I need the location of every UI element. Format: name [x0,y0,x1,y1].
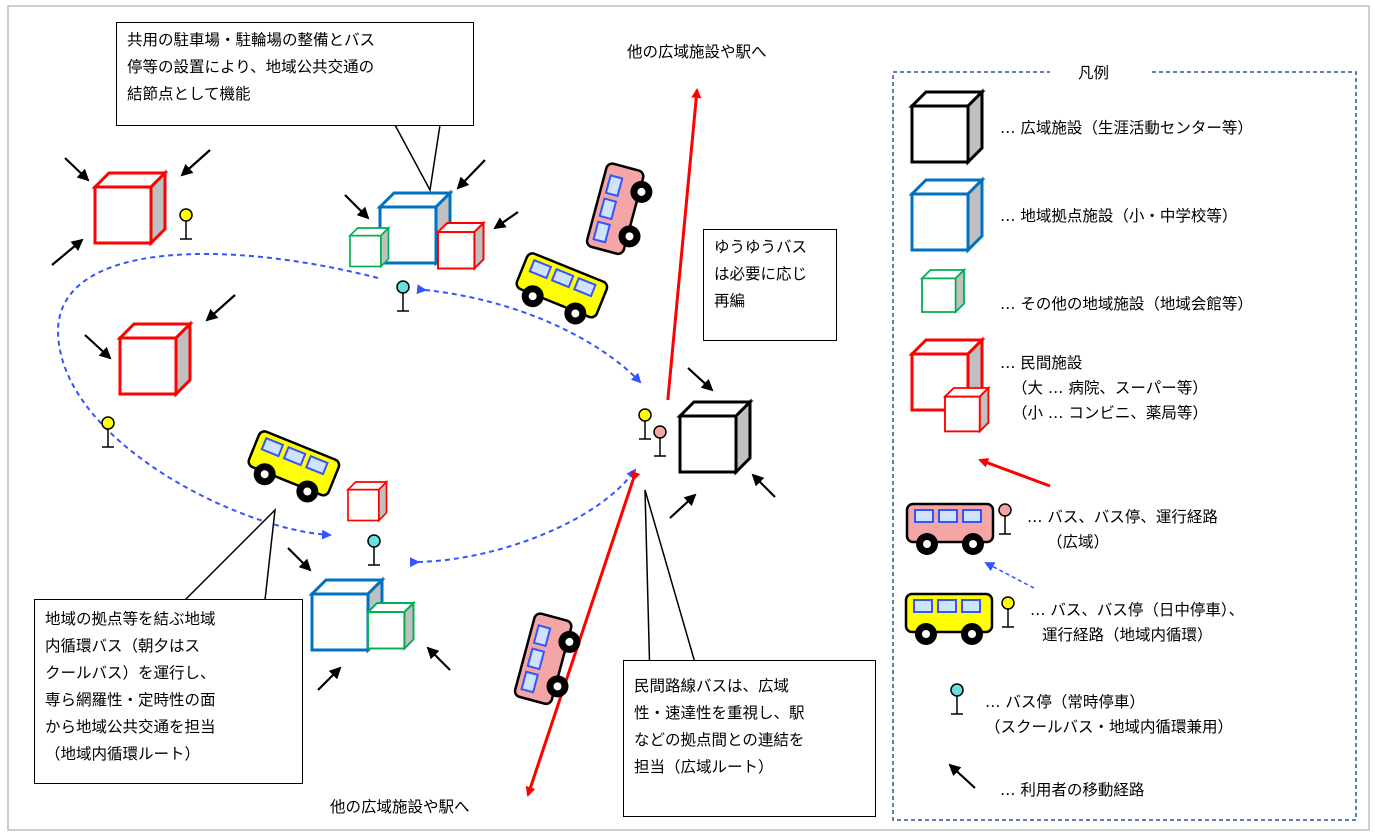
legend-stop-line: （スクールバス・地域内循環兼用） [985,718,1234,736]
legend-title: 凡例 [1078,64,1110,82]
bus-stop-daytime-2 [101,416,115,448]
callout-private-line: 民間路線バスは、広域 [634,677,790,695]
legend-hub-icon [910,178,984,252]
callout-hub-node: 共用の駐車場・駐輪場の整備とバス 停等の設置により、地域公共交通の 結節点として… [116,22,474,126]
legend-local-bus-icon [904,592,994,647]
private-facility-small-bottom [347,481,388,522]
outer-frame [7,5,1370,831]
legend-private-label: … 民間施設 （大 … 病院、スーパー等） （小 … コンビニ、薬局等） [1000,351,1208,426]
callout-yuyu-line: ゆうゆうバス [714,238,808,256]
legend-other-label: … その他の地域施設（地域会館等） [1000,295,1253,313]
callout-yuyu-line: 再編 [714,292,746,310]
legend-private-icon-small [944,387,990,433]
callout-yuyu-bus: ゆうゆうバス は必要に応じ 再編 [703,229,837,341]
bus-stop-daytime-3 [638,408,652,440]
other-facility-top [349,227,390,268]
legend-hub-label: … 地域拠点施設（小・中学校等） [1000,207,1238,225]
legend-wide-stop-icon [998,503,1012,535]
legend-local-bus-label: … バス、バス停（日中停車）、 運行経路（地域内循環） [1030,598,1244,648]
legend-regular-stop-icon [950,683,964,715]
legend-red-route-icon [978,458,1051,488]
legend-wide-bus-label: … バス、バス停、運行経路 （広域） [1027,505,1218,555]
legend-wide-bus-icon [905,502,995,557]
bus-stop-daytime-1 [179,208,193,240]
legend-local-bus-line: 運行経路（地域内循環） [1042,626,1213,644]
callout-yuyu-line: は必要に応じ [714,265,808,283]
bottom-destination-label: 他の広域施設や駅へ [330,798,470,816]
callout-local-line: 専ら網羅性・定時性の面 [45,691,216,709]
legend-blue-route-icon [984,562,1035,589]
top-destination-label: 他の広域施設や駅へ [627,43,767,61]
callout-hub-node-line: 停等の設置により、地域公共交通の [127,58,375,76]
legend-wide-icon [910,90,984,164]
private-facility-large-1 [93,171,167,245]
other-facility-bottom [367,602,415,650]
legend-private-line: … 民間施設 [1000,354,1083,372]
legend-local-bus-line: … バス、バス停（日中停車）、 [1030,601,1245,619]
legend-private-line: （大 … 病院、スーパー等） [1012,379,1208,397]
wide-area-route [525,88,702,797]
callout-private-line: 担当（広域ルート） [634,758,774,776]
legend-other-icon [921,269,965,313]
wide-area-bus-top [584,161,659,260]
private-facility-small-top [437,222,485,270]
bus-stop-wide-area [653,425,667,457]
callout-local-line: 内循環バス（朝夕はス [45,637,201,655]
legend-wide-bus-line: … バス、バス停、運行経路 [1027,508,1218,526]
callout-hub-node-line: 結節点として機能 [127,85,251,103]
legend-wide-bus-line: （広域） [1047,533,1110,551]
local-bus-bottom [240,428,343,511]
legend-user-arrow-icon [948,763,976,789]
wide-area-facility [678,400,752,474]
legend-stop-line: … バス停（常時停車） [985,693,1145,711]
callout-private-route-bus: 民間路線バスは、広域 性・速達性を重視し、駅 などの拠点間との連結を 担当（広域… [623,660,876,817]
legend-wide-label: … 広域施設（生涯活動センター等） [1000,119,1253,137]
legend-user-label: … 利用者の移動経路 [1000,781,1145,799]
user-movement-arrows [51,149,776,691]
callout-local-line: から地域公共交通を担当 [45,718,216,736]
local-bus-top [508,250,611,333]
legend-private-line: （小 … コンビニ、薬局等） [1012,404,1208,422]
callout-local-line: （地域内循環ルート） [45,745,201,763]
wide-area-bus-bottom [512,611,587,710]
callout-hub-node-line: 共用の駐車場・駐輪場の整備とバス [127,31,376,49]
callout-local-circulation: 地域の拠点等を結ぶ地域 内循環バス（朝夕はス クールバス）を運行し、 専ら網羅性… [34,599,303,784]
callout-private-line: 性・速達性を重視し、駅 [634,704,805,722]
callout-pointers [184,124,701,681]
private-facility-large-2 [118,322,192,396]
callout-private-line: などの拠点間との連結を [634,731,805,749]
legend-stop-label: … バス停（常時停車） （スクールバス・地域内循環兼用） [985,690,1233,740]
bus-stop-regular-top [396,280,410,312]
legend-local-stop-icon [1001,596,1015,628]
callout-local-line: 地域の拠点等を結ぶ地域 [45,610,216,628]
bus-stop-regular-bottom [367,534,381,566]
callout-local-line: クールバス）を運行し、 [45,664,216,682]
